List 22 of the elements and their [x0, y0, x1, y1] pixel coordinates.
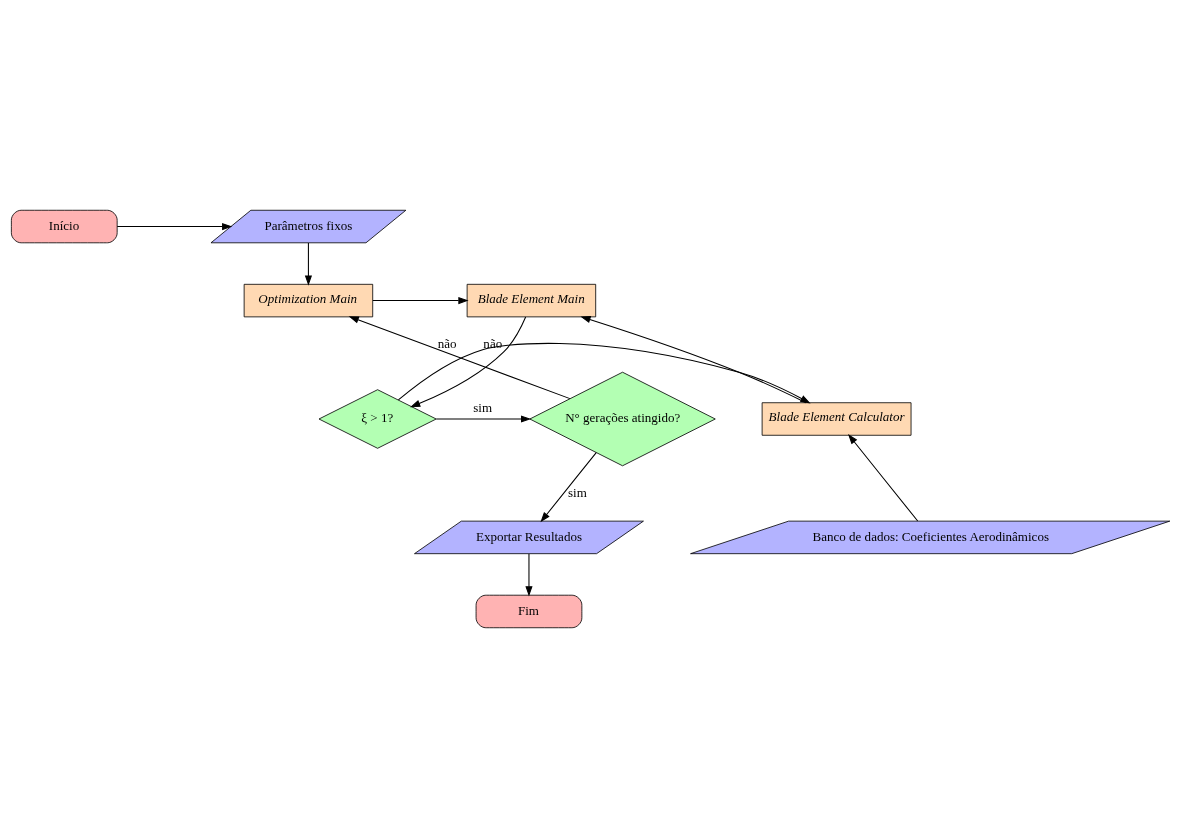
node-box: Blade Element Main	[466, 283, 597, 318]
node-diamond: ξ > 1?	[318, 389, 437, 449]
arrow	[848, 434, 919, 522]
edge-label: não	[437, 335, 457, 351]
arrow	[372, 297, 469, 305]
node-box: Início	[10, 209, 118, 244]
edge-label: sim	[473, 400, 493, 416]
arrow	[304, 242, 312, 286]
edge-label: sim	[568, 484, 587, 500]
arrow	[397, 342, 811, 404]
arrow	[525, 553, 533, 597]
arrow	[116, 222, 233, 231]
node-box: Optimization Main	[243, 283, 374, 318]
arrow	[348, 316, 571, 400]
node-box: Fim	[475, 594, 583, 629]
edge-label: não	[483, 335, 503, 351]
node-box: Blade Element Calculator	[761, 402, 912, 436]
arrow	[580, 316, 807, 404]
arrow	[410, 316, 527, 408]
node-diamond: N° gerações atingido?	[529, 371, 716, 467]
arrow	[540, 452, 597, 523]
arrow	[435, 415, 532, 423]
